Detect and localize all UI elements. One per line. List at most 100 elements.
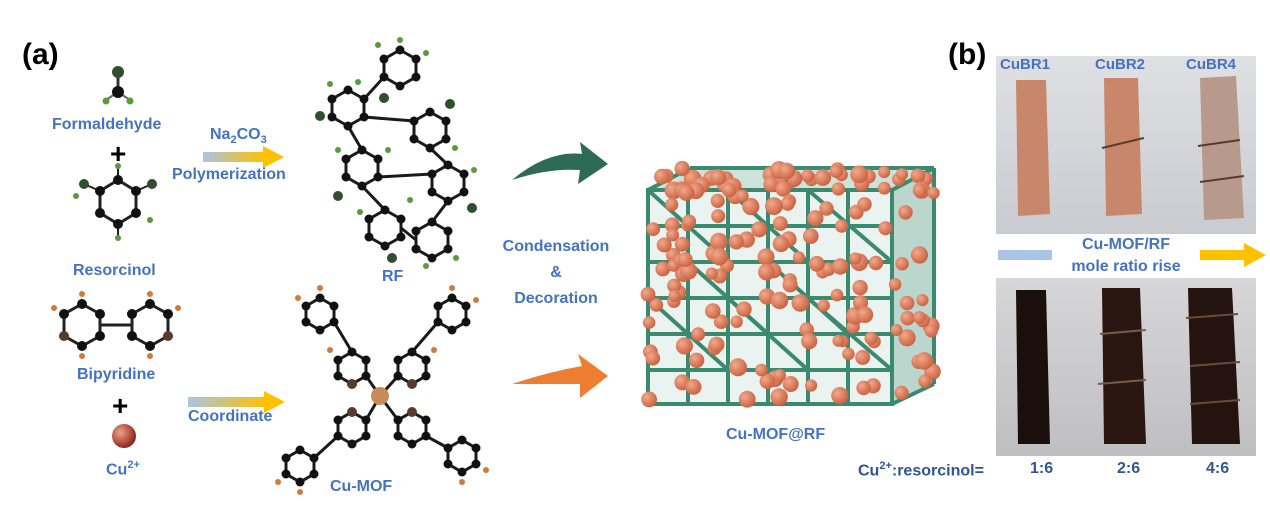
- orange-curved-arrow: [512, 354, 608, 398]
- copper-sphere: [900, 311, 915, 326]
- rf-polymer-structure: [315, 37, 477, 269]
- copper-sphere: [821, 262, 836, 277]
- sample-photo-top: [996, 56, 1256, 234]
- copper-sphere: [899, 295, 915, 311]
- copper-sphere: [927, 186, 940, 200]
- copper-sphere: [729, 358, 747, 377]
- copper-sphere: [832, 258, 849, 275]
- copper-sphere: [758, 263, 775, 281]
- ratio-value-2: 2:6: [1117, 460, 1141, 477]
- copper-sphere: [713, 314, 729, 330]
- sample-label-cubr2: CuBR2: [1095, 56, 1146, 73]
- copper-sphere: [819, 201, 834, 216]
- copper-sphere: [665, 198, 679, 212]
- copper-sphere: [817, 299, 830, 312]
- copper-sphere: [759, 373, 775, 389]
- copper-sphere: [801, 333, 818, 350]
- copper-sphere: [910, 246, 929, 264]
- copper-sphere: [898, 329, 916, 347]
- copper-sphere: [918, 374, 932, 388]
- copper-sphere: [677, 252, 693, 268]
- copper-sphere: [878, 165, 891, 179]
- copper-sphere: [913, 311, 926, 324]
- copper-sphere: [772, 216, 788, 231]
- copper-sphere: [710, 193, 725, 208]
- copper-sphere: [642, 316, 656, 329]
- copper-sphere: [807, 210, 824, 227]
- sample-label-cubr1: CuBR1: [1000, 56, 1051, 73]
- cu-mof-label: Cu-MOF: [330, 478, 393, 495]
- green-curved-arrow: [512, 142, 608, 184]
- copper-sphere: [641, 391, 657, 408]
- copper-sphere: [895, 168, 909, 181]
- copper-sphere: [757, 248, 775, 266]
- copper-sphere: [736, 189, 749, 203]
- copper-sphere: [755, 363, 768, 377]
- copper-sphere: [667, 278, 682, 293]
- copper-sphere: [674, 160, 690, 177]
- copper-sphere: [742, 197, 760, 216]
- formaldehyde-molecule: [102, 66, 134, 105]
- copper-sphere: [808, 255, 825, 272]
- copper-sphere: [773, 369, 786, 382]
- copper-sphere: [912, 183, 927, 198]
- polymerization-label: Polymerization: [172, 166, 286, 183]
- copper-sphere: [770, 388, 788, 406]
- copper-sphere: [730, 315, 743, 328]
- copper-sphere: [649, 298, 664, 312]
- copper-sphere: [801, 169, 815, 183]
- copper-sphere: [775, 181, 791, 197]
- copper-sphere: [915, 352, 934, 370]
- plus-sign-1: +: [110, 138, 127, 169]
- condensation-label: Condensation: [502, 238, 610, 255]
- copper-sphere: [685, 379, 702, 395]
- copper-sphere: [857, 197, 872, 212]
- ratio-trend-arrow: [998, 243, 1266, 267]
- copper-sphere: [765, 197, 783, 216]
- copper-sphere: [664, 217, 680, 233]
- copper-sphere: [710, 232, 728, 251]
- sample-label-cubr4: CuBR4: [1186, 56, 1237, 73]
- copper-sphere: [803, 228, 819, 244]
- ratio-value-3: 4:6: [1206, 460, 1230, 477]
- copper-sphere: [830, 288, 844, 302]
- copper-sphere: [850, 165, 868, 184]
- copper-sphere: [645, 350, 661, 366]
- ampersand-label: &: [550, 264, 562, 281]
- sodium-carbonate-label: Na2CO3: [210, 126, 267, 147]
- decoration-label: Decoration: [514, 290, 598, 307]
- copper-sphere: [916, 294, 929, 307]
- trend-label-line2: mole ratio rise: [1071, 258, 1181, 275]
- copper-sphere: [688, 352, 705, 368]
- copper-ion-label: Cu2+: [106, 459, 140, 479]
- copper-sphere: [708, 336, 725, 353]
- copper-sphere: [782, 277, 798, 293]
- copper-sphere: [666, 228, 679, 242]
- copper-sphere: [655, 261, 671, 277]
- copper-sphere: [868, 255, 884, 271]
- copper-sphere: [842, 347, 855, 361]
- copper-sphere: [736, 301, 752, 317]
- copper-sphere: [805, 379, 818, 392]
- resorcinol-label: Resorcinol: [73, 262, 156, 279]
- rf-label: RF: [382, 268, 404, 285]
- copper-sphere: [721, 182, 737, 198]
- sample-photo-bottom: [996, 278, 1256, 456]
- copper-sphere: [682, 214, 697, 229]
- copper-sphere: [778, 162, 796, 180]
- trend-label-line1: Cu-MOF/RF: [1082, 236, 1170, 253]
- copper-sphere: [878, 221, 893, 236]
- panel-a-label: (a): [22, 38, 59, 71]
- copper-sphere: [910, 168, 926, 184]
- coordinate-arrow: [188, 391, 285, 413]
- bipyridine-molecule: [51, 291, 181, 359]
- copper-sphere: [710, 169, 727, 186]
- formaldehyde-label: Formaldehyde: [52, 116, 162, 133]
- copper-sphere: [772, 235, 790, 253]
- copper-sphere: [710, 247, 729, 266]
- copper-sphere: [856, 380, 871, 396]
- copper-sphere: [738, 390, 756, 408]
- copper-sphere: [894, 385, 909, 400]
- copper-sphere: [832, 334, 845, 347]
- copper-sphere: [691, 327, 706, 342]
